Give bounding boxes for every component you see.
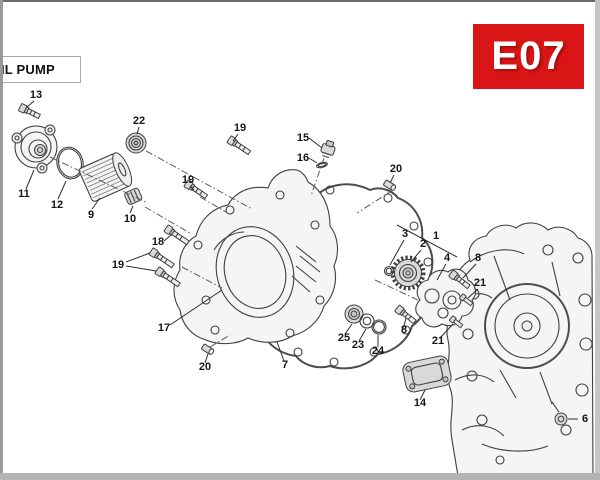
callout-19-top: 19 bbox=[234, 122, 246, 134]
callout-6: 6 bbox=[582, 413, 588, 425]
part-oring-12 bbox=[54, 144, 87, 181]
callout-8-top: 8 bbox=[475, 252, 481, 264]
page-border-right bbox=[595, 0, 600, 480]
callout-19-low: 19 bbox=[112, 259, 124, 271]
callout-4: 4 bbox=[444, 252, 451, 264]
callout-10: 10 bbox=[124, 213, 136, 225]
part-crankcase bbox=[447, 223, 593, 477]
part-pump-cover bbox=[12, 125, 57, 173]
callout-9: 9 bbox=[88, 209, 94, 221]
callout-11: 11 bbox=[18, 188, 30, 200]
section-title-text: IL PUMP bbox=[1, 62, 55, 77]
callout-3: 3 bbox=[402, 228, 408, 240]
page-border-left bbox=[0, 0, 3, 480]
callout-20-top: 20 bbox=[390, 163, 402, 175]
part-oil-filter-9 bbox=[78, 150, 135, 202]
section-badge-text: E07 bbox=[491, 34, 566, 78]
callout-8-bottom: 8 bbox=[401, 324, 407, 336]
callout-25: 25 bbox=[338, 332, 350, 344]
callout-20-bottom: 20 bbox=[199, 361, 211, 373]
part-seal-22 bbox=[126, 133, 146, 153]
part-bolt-8-top bbox=[449, 270, 472, 290]
part-pump-gear-2 bbox=[393, 258, 424, 289]
part-bolt-8-bottom bbox=[395, 305, 418, 325]
part-screw-21-bottom bbox=[449, 316, 463, 329]
part-bolt-18 bbox=[164, 225, 190, 246]
callout-19-mid: 19 bbox=[182, 174, 194, 186]
part-side-cover bbox=[174, 170, 337, 344]
callout-7: 7 bbox=[282, 359, 288, 371]
part-dowel-20-top bbox=[383, 180, 396, 191]
callout-24: 24 bbox=[372, 345, 385, 357]
part-element-10 bbox=[124, 187, 143, 205]
part-washer-23 bbox=[360, 314, 374, 328]
part-screw-21-top bbox=[459, 294, 473, 307]
part-bolt-19-low1 bbox=[149, 248, 175, 269]
part-bolt-13 bbox=[18, 103, 41, 120]
callout-14: 14 bbox=[414, 397, 427, 409]
callout-18: 18 bbox=[152, 236, 164, 248]
callout-21-top: 21 bbox=[474, 277, 486, 289]
callout-23: 23 bbox=[352, 339, 364, 351]
callout-labels: 13 22 19 15 16 20 11 12 9 10 19 18 19 3 … bbox=[18, 89, 588, 425]
alignment-lines bbox=[50, 151, 420, 347]
callout-13: 13 bbox=[30, 89, 42, 101]
callout-21-bottom: 21 bbox=[432, 335, 444, 347]
callout-12: 12 bbox=[51, 199, 63, 211]
leader-lines bbox=[26, 101, 578, 419]
part-dowel-20-bottom bbox=[201, 344, 214, 355]
callout-2: 2 bbox=[420, 238, 426, 250]
page-border-top bbox=[0, 0, 600, 2]
part-bolt-19-top bbox=[227, 136, 252, 156]
part-seal-25 bbox=[345, 305, 363, 323]
callout-1: 1 bbox=[433, 230, 439, 242]
part-pump-gasket-14 bbox=[401, 355, 452, 394]
callout-17: 17 bbox=[158, 322, 170, 334]
part-oring-24 bbox=[372, 320, 386, 334]
section-badge: E07 bbox=[473, 24, 584, 89]
callout-22: 22 bbox=[133, 115, 145, 127]
page-border-bottom bbox=[0, 473, 600, 480]
part-washer-6 bbox=[555, 413, 567, 425]
callout-16: 16 bbox=[297, 152, 309, 164]
part-bolt-19-low2 bbox=[155, 267, 181, 288]
part-bolt-19-mid bbox=[184, 180, 209, 200]
section-title-tab: IL PUMP bbox=[0, 56, 81, 83]
callout-15: 15 bbox=[297, 132, 309, 144]
part-plug-15 bbox=[319, 139, 336, 158]
